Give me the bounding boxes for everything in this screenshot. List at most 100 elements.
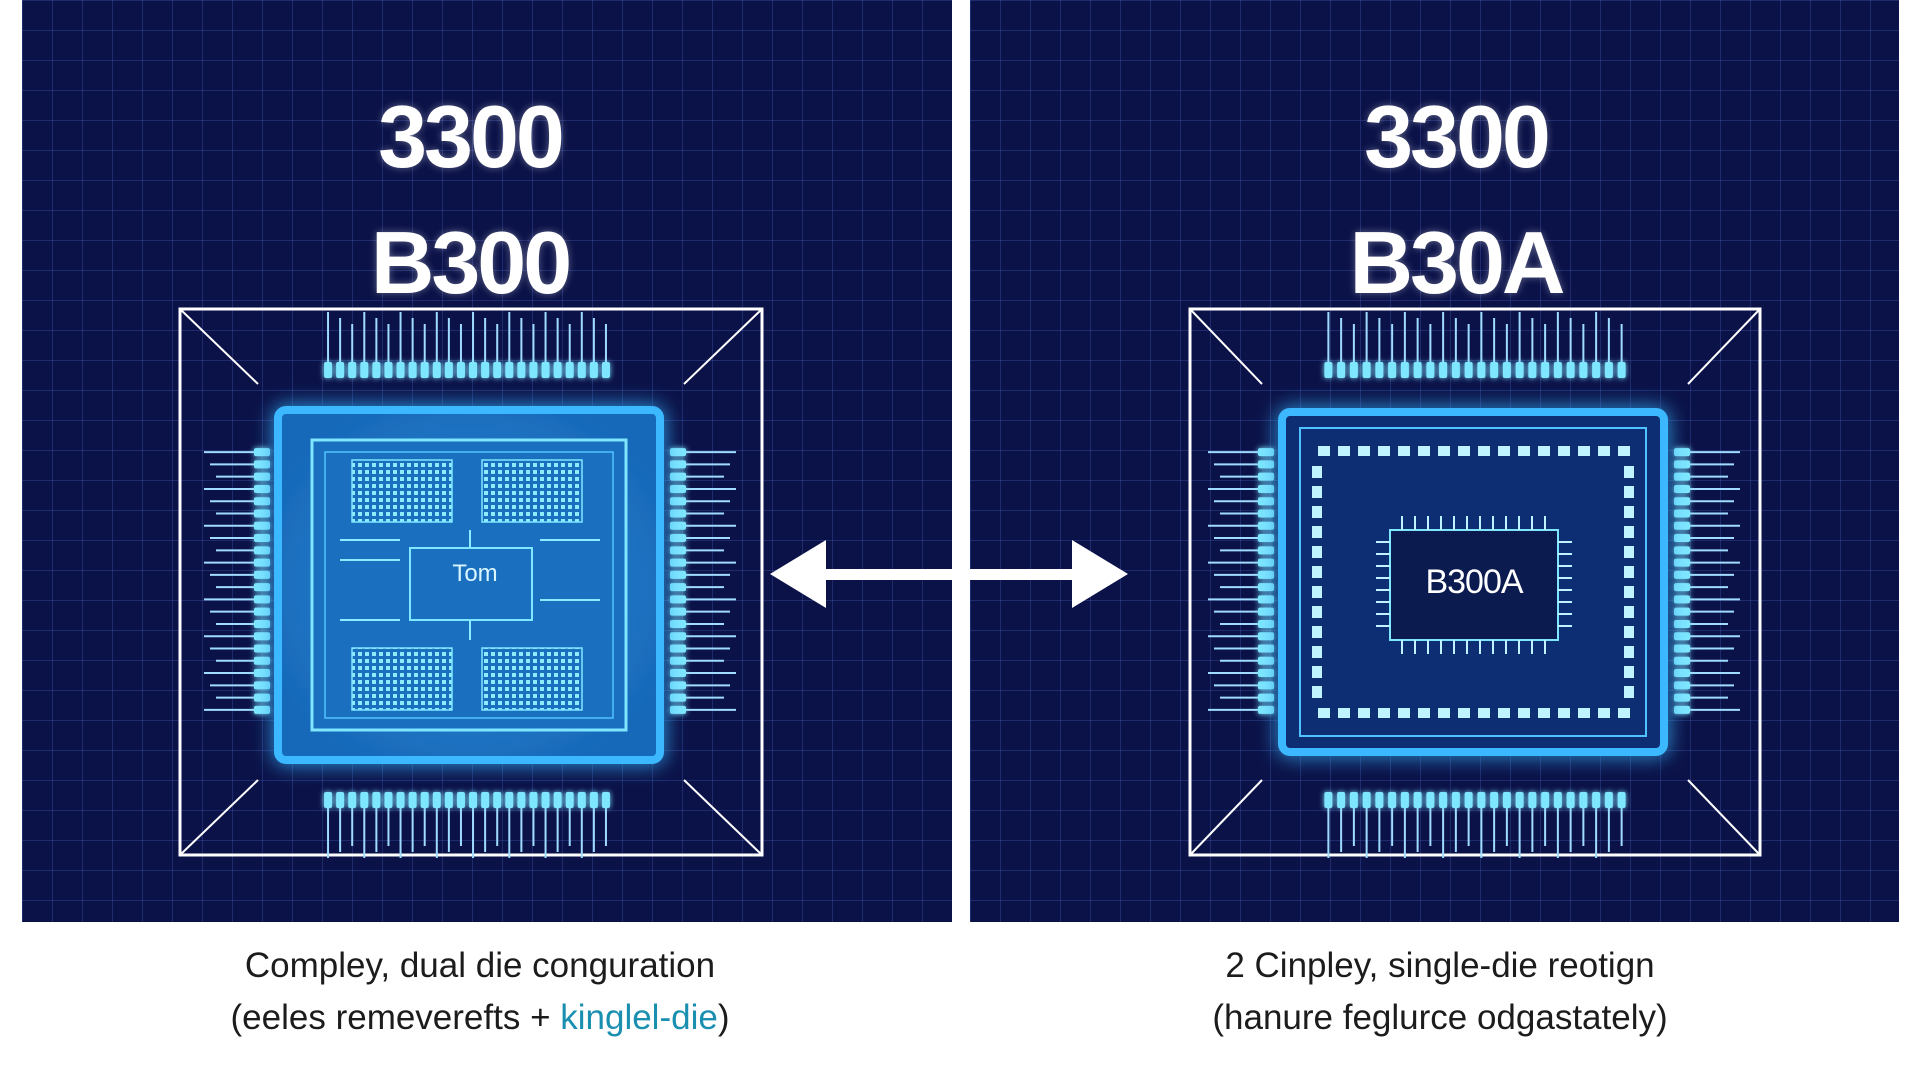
chip-pad [1674, 595, 1690, 604]
chip-pad [1258, 644, 1274, 653]
left-die-label: Tom [452, 560, 498, 587]
ring-pad [1312, 546, 1322, 558]
vertical-divider-line [956, 132, 966, 922]
chip-pad [384, 362, 393, 378]
chip-pad [1502, 792, 1511, 808]
chip-pad [670, 681, 686, 690]
ring-pad [1558, 708, 1570, 718]
ring-pad [1624, 606, 1634, 618]
chip-pad [1349, 792, 1358, 808]
ring-pad [1558, 446, 1570, 456]
chip-pad [254, 570, 270, 579]
chip-pad [1258, 595, 1274, 604]
chip-pad [553, 792, 562, 808]
ring-pad [1312, 586, 1322, 598]
chip-pad [670, 448, 686, 457]
chip-pad [254, 595, 270, 604]
chip-pad [254, 472, 270, 481]
right-processor-chip-icon [1188, 307, 1762, 858]
chip-pad [1258, 484, 1274, 493]
chip-pad [254, 521, 270, 530]
chip-pad [254, 484, 270, 493]
chip-pad [254, 632, 270, 641]
chip-pad [254, 705, 270, 714]
chip-pad [396, 792, 405, 808]
chip-pad [1258, 705, 1274, 714]
chip-pad [481, 362, 490, 378]
chip-pad [565, 362, 574, 378]
left-caption-line1: Compley, dual die conguration [244, 946, 716, 985]
chip-pad [1451, 792, 1460, 808]
chip-pad [348, 362, 357, 378]
chip-pad [1375, 792, 1384, 808]
ring-pad [1478, 708, 1490, 718]
chip-pad [670, 656, 686, 665]
chip-pad [1674, 619, 1690, 628]
ring-pad [1624, 466, 1634, 478]
chip-pad [1258, 669, 1274, 678]
ring-pad [1624, 486, 1634, 498]
ring-pad [1312, 486, 1322, 498]
chip-pad [670, 546, 686, 555]
chip-pad [384, 792, 393, 808]
chip-pad [254, 509, 270, 518]
chip-pad [670, 644, 686, 653]
chip-pad [670, 497, 686, 506]
chip-pad [1541, 792, 1550, 808]
chip-pad [670, 619, 686, 628]
ring-pad [1498, 708, 1510, 718]
chip-pad [1258, 583, 1274, 592]
chip-pad [1528, 792, 1537, 808]
chip-pad [1674, 448, 1690, 457]
ring-pad [1498, 446, 1510, 456]
chip-pad [254, 546, 270, 555]
chip-pad [254, 607, 270, 616]
chip-pad [1426, 362, 1435, 378]
ring-pad [1312, 566, 1322, 578]
chip-pad [1553, 362, 1562, 378]
chip-pad [1674, 705, 1690, 714]
chip-pad [1674, 509, 1690, 518]
chip-pad [1674, 546, 1690, 555]
chip-pad [517, 792, 526, 808]
chip-pad [1674, 570, 1690, 579]
chip-pad [1400, 362, 1409, 378]
chip-pad [1592, 792, 1601, 808]
chip-pad [254, 583, 270, 592]
chip-pad [1604, 362, 1613, 378]
chip-pad [254, 534, 270, 543]
chip-pad [254, 681, 270, 690]
right-die-label: B300A [1425, 563, 1523, 601]
chip-pad [254, 669, 270, 678]
chip-pad [1674, 460, 1690, 469]
ring-pad [1624, 566, 1634, 578]
ring-pad [1578, 708, 1590, 718]
chip-pad [444, 792, 453, 808]
ring-pad [1598, 446, 1610, 456]
chip-pad [1579, 792, 1588, 808]
chip-pad [1337, 792, 1346, 808]
chip-pad [670, 595, 686, 604]
ring-pad [1624, 586, 1634, 598]
chip-pad [1324, 792, 1333, 808]
chip-pad [360, 792, 369, 808]
chip-pad [1258, 558, 1274, 567]
ring-pad [1312, 526, 1322, 538]
chip-pad [1439, 792, 1448, 808]
chip-pad [1362, 362, 1371, 378]
chip-pad [254, 619, 270, 628]
left-caption-line2: (eeles remeverefts + kinglel-die) [0, 992, 960, 1044]
chip-pad [1674, 558, 1690, 567]
chip-pad [670, 521, 686, 530]
chip-pad [1674, 656, 1690, 665]
chip-pad [1566, 792, 1575, 808]
chip-pad [1674, 472, 1690, 481]
chip-pad [469, 362, 478, 378]
left-caption: Compley, dual die conguration (eeles rem… [0, 940, 960, 1044]
chip-pad [1258, 472, 1274, 481]
chip-pad [1604, 792, 1613, 808]
ring-pad [1624, 506, 1634, 518]
chip-pad [670, 484, 686, 493]
chip-pad [1258, 546, 1274, 555]
